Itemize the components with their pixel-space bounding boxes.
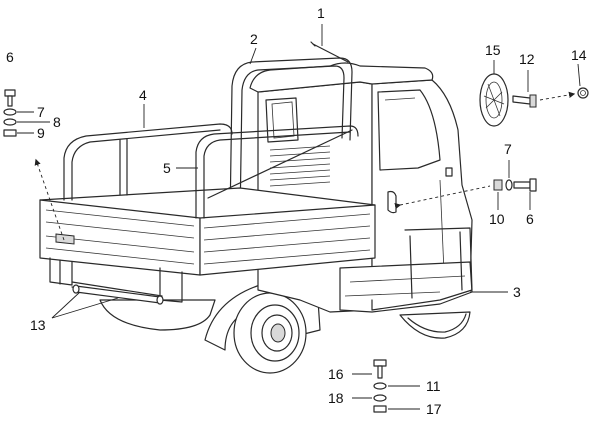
bolt-shank-right	[513, 181, 531, 189]
hardware-bottom	[352, 359, 420, 413]
rear-wheel	[204, 282, 321, 374]
callout-11: 11	[426, 378, 441, 394]
lamp-assembly	[479, 60, 589, 127]
callout-5: 5	[163, 160, 171, 176]
cab-vents	[269, 145, 331, 187]
cab-roof	[249, 62, 434, 93]
callout-13: 13	[30, 317, 46, 333]
callout-15: 15	[485, 42, 501, 58]
callout-4: 4	[139, 87, 147, 103]
callout-16: 16	[328, 366, 344, 382]
callout-8: 8	[53, 114, 61, 130]
leader-lines	[51, 24, 508, 319]
assembly-arrow-left	[34, 158, 65, 241]
washer-left-2	[3, 118, 17, 126]
cargo-bed	[39, 187, 376, 305]
bolt-shank-bottom	[377, 365, 383, 379]
callout-6-left: 6	[6, 49, 14, 65]
hardware-left	[3, 89, 50, 137]
callout-3: 3	[513, 284, 521, 300]
cab-side-window	[377, 89, 441, 171]
callout-2: 2	[250, 31, 258, 47]
washer-left-1	[3, 108, 17, 116]
hardware-right	[493, 160, 537, 210]
undercarriage	[99, 299, 216, 331]
lamp-screw	[512, 95, 531, 105]
bolt-head-bottom	[373, 359, 387, 367]
washer-bottom-2	[373, 394, 387, 402]
washer-right	[505, 179, 513, 191]
callouts: 1 2 3 4 5 6 6 7 7 8 9 10 11 12 13 14 15 …	[6, 5, 587, 417]
callout-14: 14	[571, 47, 587, 63]
callout-10: 10	[489, 211, 505, 227]
callout-1: 1	[317, 5, 325, 21]
front-bumper-frame	[371, 227, 473, 311]
guard-rail-right	[195, 125, 359, 219]
bolt-head-right	[529, 178, 537, 192]
bulb	[577, 87, 589, 99]
tailgate-bracket	[55, 233, 75, 245]
callout-18: 18	[328, 390, 344, 406]
callout-7-right: 7	[504, 141, 512, 157]
guard-rail-left	[63, 123, 233, 201]
door-handle	[387, 190, 397, 214]
nut-left	[3, 129, 17, 137]
roll-bar-frame	[229, 57, 353, 221]
cab	[249, 62, 473, 313]
mirror-mount	[445, 167, 453, 177]
callout-6-right: 6	[526, 211, 534, 227]
callout-7-left: 7	[37, 104, 45, 120]
washer-bottom-1	[373, 382, 387, 390]
antenna	[312, 43, 349, 63]
nut-right	[493, 179, 503, 191]
bed-side-panel	[199, 204, 376, 276]
bolt-head-left	[4, 89, 16, 97]
callout-9: 9	[37, 125, 45, 141]
front-wheel	[399, 311, 471, 339]
nut-bottom	[373, 405, 387, 413]
callout-17: 17	[426, 401, 442, 417]
callout-12: 12	[519, 51, 535, 67]
bolt-shank-left	[7, 95, 13, 107]
